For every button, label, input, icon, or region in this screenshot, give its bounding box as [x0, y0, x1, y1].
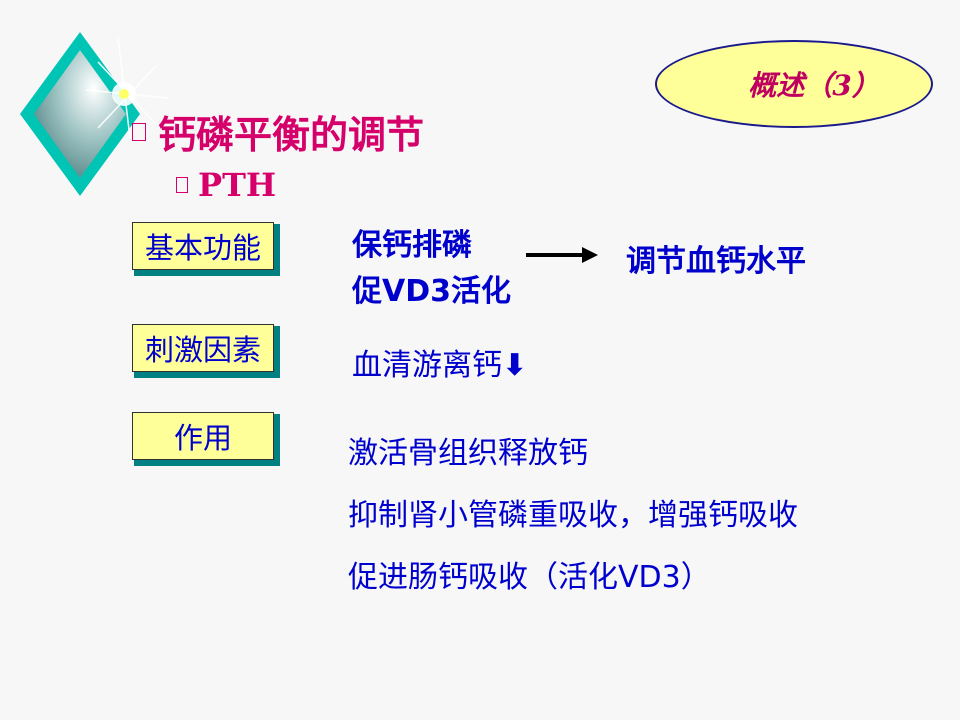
label-effect: 作用	[173, 421, 232, 455]
label-box-effect: 作用	[132, 412, 280, 466]
slide-subtitle: PTH	[176, 166, 276, 204]
right-arrow-icon	[526, 247, 598, 263]
stimulus-line: 血清游离钙⬇	[352, 340, 527, 384]
function-result: 调节血钙水平	[626, 244, 806, 279]
square-bullet-icon	[132, 122, 146, 141]
stimulus-text: 血清游离钙	[352, 348, 502, 383]
slide-title: 钙磷平衡的调节	[132, 104, 424, 159]
slide-title-text: 钙磷平衡的调节	[158, 113, 425, 157]
label-box-function: 基本功能	[132, 222, 280, 276]
function-line-2: 促VD3活化	[352, 274, 511, 309]
down-arrow-icon: ⬇	[502, 348, 528, 383]
label-stimulus: 刺激因素	[144, 333, 261, 367]
function-line-1: 保钙排磷	[352, 228, 472, 263]
square-bullet-icon	[176, 177, 188, 193]
section-badge: 概述（3）	[655, 40, 933, 128]
effect-line-2: 抑制肾小管磷重吸收，增强钙吸收	[348, 498, 798, 533]
badge-text: 概述（3）	[748, 69, 880, 102]
diamond-logo-icon	[20, 32, 169, 196]
label-box-stimulus: 刺激因素	[132, 324, 280, 378]
effect-line-1: 激活骨组织释放钙	[348, 436, 588, 471]
effect-line-3: 促进肠钙吸收（活化VD3）	[348, 560, 711, 595]
slide-subtitle-text: PTH	[198, 166, 277, 204]
label-function: 基本功能	[144, 231, 261, 265]
